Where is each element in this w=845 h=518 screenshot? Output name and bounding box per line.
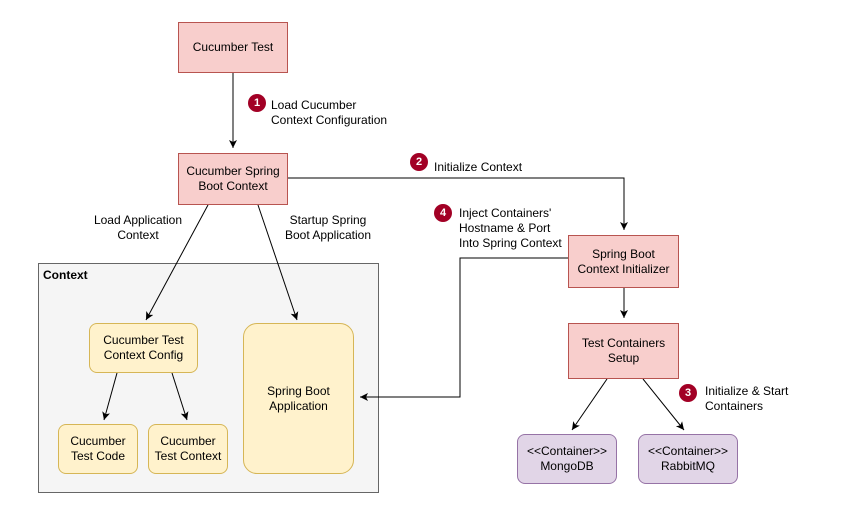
edge-setup-to-mongodb	[571, 378, 608, 431]
step-1-badge: 1	[248, 94, 266, 112]
cucumber-test-context-node: Cucumber Test Context	[148, 424, 228, 474]
edge-label-startup-spring-boot-application: Startup Spring Boot Application	[284, 213, 372, 242]
test-containers-setup-node: Test Containers Setup	[568, 323, 679, 379]
edge-setup-to-rabbitmq	[642, 378, 685, 431]
cucumber-test-code-node: Cucumber Test Code	[58, 424, 138, 474]
spring-boot-context-initializer-node: Spring Boot Context Initializer	[568, 235, 679, 288]
step-2-label: Initialize Context	[434, 160, 523, 174]
cucumber-test-context-config-node: Cucumber Test Context Config	[89, 323, 198, 373]
edge-initializer-to-spring-app	[360, 257, 568, 401]
cucumber-test-node: Cucumber Test	[178, 22, 288, 73]
edge-spring-context-to-initializer	[288, 177, 628, 230]
edge-config-to-test-code	[102, 372, 118, 421]
edge-spring-context-to-test-config	[145, 204, 209, 321]
context-group-title: Context	[43, 268, 88, 282]
step-4-label: Inject Containers' Hostname & Port Into …	[459, 206, 562, 250]
rabbitmq-container-node: <<Container>> RabbitMQ	[638, 434, 738, 484]
spring-boot-application-node: Spring Boot Application	[243, 323, 354, 474]
mongodb-container-node: <<Container>> MongoDB	[517, 434, 617, 484]
edge-config-to-test-context	[171, 372, 189, 421]
step-1-label: Load Cucumber Context Configuration	[271, 98, 388, 127]
step-2-badge: 2	[410, 153, 428, 171]
step-3-label: Initialize & Start Containers	[705, 384, 789, 413]
step-3-badge: 3	[679, 384, 697, 402]
step-4-badge: 4	[434, 204, 452, 222]
cucumber-spring-boot-context-node: Cucumber Spring Boot Context	[178, 153, 288, 205]
edge-label-load-application-context: Load Application Context	[93, 213, 183, 242]
edge-spring-context-to-spring-app	[257, 204, 299, 321]
